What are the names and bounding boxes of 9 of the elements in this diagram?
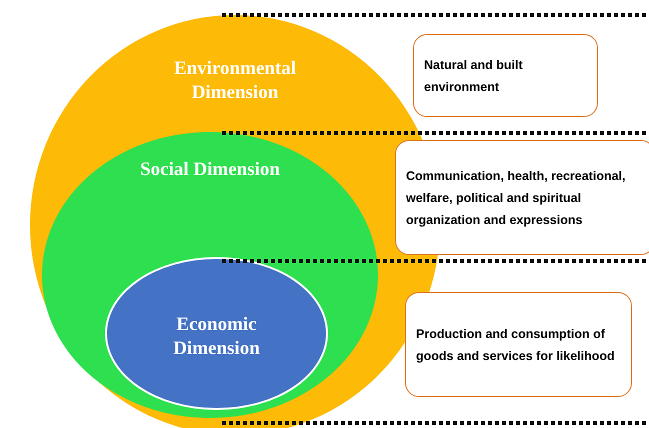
dimension-title: Social Dimension bbox=[139, 158, 281, 182]
description-box bbox=[413, 34, 598, 117]
description-text: Natural and built environment bbox=[423, 56, 524, 96]
description-box bbox=[395, 140, 649, 255]
description-text: Production and consumption of goods and services for likelihood bbox=[415, 326, 616, 365]
dimension-title: Environmental Dimension bbox=[172, 57, 298, 105]
dimension-title: Economic Dimension bbox=[172, 312, 261, 361]
description-box bbox=[405, 292, 632, 397]
description-text: Communication, health, recreational, welfare, political and spiritual organization and expressions bbox=[405, 168, 626, 229]
